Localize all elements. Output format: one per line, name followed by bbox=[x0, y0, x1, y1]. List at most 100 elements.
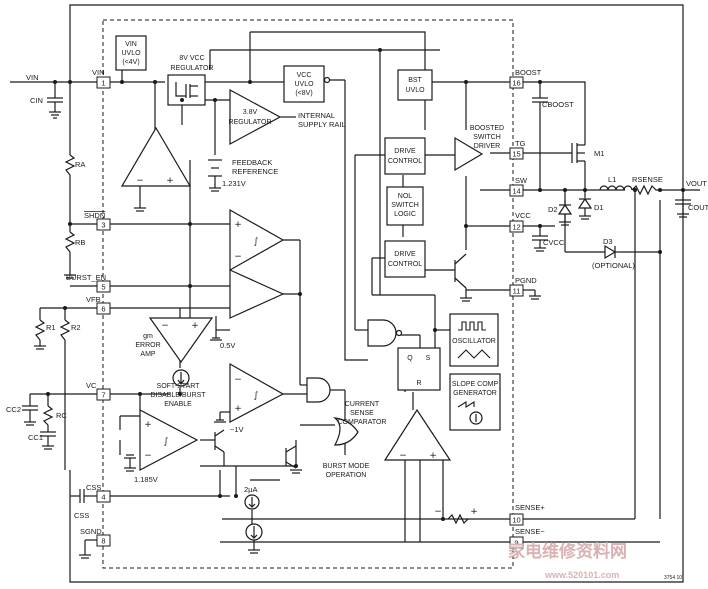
svg-text:DRIVE: DRIVE bbox=[394, 148, 416, 155]
transistor-ss-1 bbox=[214, 429, 225, 466]
pin-6-vfb: 6 bbox=[96, 302, 111, 315]
pin-15-tg: 15 bbox=[509, 147, 524, 160]
svg-text:CIN: CIN bbox=[30, 96, 43, 105]
capacitor-cout: COUT bbox=[675, 199, 708, 218]
svg-text:2µA: 2µA bbox=[244, 485, 258, 494]
svg-text:OSCILLATOR: OSCILLATOR bbox=[452, 338, 496, 345]
svg-text:FEEDBACK: FEEDBACK bbox=[232, 158, 272, 167]
pin-3-shdn: 3 bbox=[96, 218, 111, 231]
label-pin-sense-minus: SENSE− bbox=[515, 527, 545, 536]
svg-text:14: 14 bbox=[512, 187, 520, 196]
svg-text:CONTROL: CONTROL bbox=[388, 261, 422, 268]
label-vfb-ext: VFB bbox=[86, 295, 101, 304]
gate-or-burst: BURST MODE OPERATION bbox=[323, 417, 370, 479]
svg-text:REGULATOR: REGULATOR bbox=[171, 65, 214, 72]
label-css-ext: CSS bbox=[86, 483, 101, 492]
svg-text:LOGIC: LOGIC bbox=[394, 211, 416, 218]
pin-9-sense-minus: 9 bbox=[509, 536, 524, 549]
block-shdn-comparator: + − ∫ bbox=[229, 208, 285, 272]
svg-text:+: + bbox=[191, 321, 199, 331]
svg-text:+: + bbox=[429, 451, 437, 461]
current-source-2ua: 2µA bbox=[244, 485, 263, 554]
svg-text:3.8V: 3.8V bbox=[243, 109, 258, 116]
watermark-cn: 家电维修资料网 bbox=[508, 541, 627, 562]
svg-text:16: 16 bbox=[512, 79, 520, 88]
label-pin-pgnd: PGND bbox=[515, 276, 537, 285]
block-slope-comp-generator: SLOPE COMP GENERATOR bbox=[449, 373, 501, 431]
capacitor-cc2: CC2 bbox=[6, 405, 38, 426]
pin-10-sense-plus: 10 bbox=[509, 513, 524, 526]
svg-text:+: + bbox=[234, 220, 242, 230]
wires bbox=[10, 4, 700, 583]
svg-text:+: + bbox=[234, 404, 242, 414]
inductor-l1: L1 bbox=[599, 175, 633, 191]
svg-text:10: 10 bbox=[512, 516, 520, 525]
block-sr-latch: Q S R bbox=[397, 347, 441, 391]
svg-text:VCC: VCC bbox=[297, 72, 312, 79]
block-drive-control-1: DRIVE CONTROL bbox=[384, 137, 426, 175]
capacitor-css: CSS bbox=[74, 489, 92, 520]
svg-text:−: − bbox=[136, 176, 144, 186]
block-burst-comparator: 0.5V bbox=[210, 269, 285, 350]
ground-sgnd bbox=[79, 540, 91, 559]
svg-text:∫: ∫ bbox=[254, 237, 259, 247]
resistor-ra: RA bbox=[64, 154, 85, 176]
svg-text:6: 6 bbox=[101, 305, 105, 314]
watermark-url: www.520101.com bbox=[544, 570, 619, 580]
svg-text:−: − bbox=[234, 252, 242, 262]
svg-text:RB: RB bbox=[75, 238, 85, 247]
svg-text:SUPPLY RAIL: SUPPLY RAIL bbox=[298, 120, 346, 129]
svg-text:Q: Q bbox=[407, 355, 413, 362]
svg-text:~1V: ~1V bbox=[230, 425, 244, 434]
svg-text:12: 12 bbox=[512, 223, 520, 232]
capacitor-cin: CIN bbox=[30, 96, 63, 119]
svg-text:RA: RA bbox=[75, 160, 85, 169]
pin-14-sw: 14 bbox=[509, 184, 524, 197]
svg-text:SWITCH: SWITCH bbox=[391, 202, 419, 209]
svg-text:1.231V: 1.231V bbox=[222, 179, 246, 188]
svg-text:DISABLE/BURST: DISABLE/BURST bbox=[150, 392, 206, 399]
svg-text:−: − bbox=[434, 507, 442, 517]
diode-d2: D2 bbox=[548, 190, 573, 226]
svg-text:S: S bbox=[426, 355, 431, 362]
label-pin-sense-plus: SENSE+ bbox=[515, 503, 545, 512]
svg-text:4: 4 bbox=[101, 493, 105, 502]
svg-text:(<8V): (<8V) bbox=[295, 90, 312, 97]
svg-text:OPERATION: OPERATION bbox=[326, 472, 367, 479]
svg-text:R: R bbox=[416, 380, 421, 387]
svg-text:11: 11 bbox=[513, 287, 521, 296]
svg-text:NOL: NOL bbox=[398, 193, 413, 200]
svg-text:1: 1 bbox=[101, 79, 105, 88]
pin-12-vcc: 12 bbox=[509, 220, 524, 233]
svg-text:DRIVE: DRIVE bbox=[394, 251, 416, 258]
svg-text:gm: gm bbox=[143, 333, 153, 340]
svg-text:CONTROL: CONTROL bbox=[388, 158, 422, 165]
svg-text:CSS: CSS bbox=[74, 511, 89, 520]
svg-text:COUT: COUT bbox=[688, 203, 708, 212]
label-vc-ext: VC bbox=[86, 381, 97, 390]
svg-text:AMP: AMP bbox=[140, 351, 156, 358]
pin-16-boost: 16 bbox=[509, 76, 524, 89]
mosfet-m1: M1 bbox=[571, 140, 604, 165]
svg-text:−: − bbox=[144, 451, 152, 461]
svg-text:R2: R2 bbox=[71, 323, 81, 332]
svg-text:(OPTIONAL): (OPTIONAL) bbox=[592, 261, 635, 270]
svg-text:−: − bbox=[234, 375, 242, 385]
svg-text:CC1: CC1 bbox=[28, 433, 43, 442]
block-soft-start-comparator: SOFT-START DISABLE/BURST ENABLE + − ∫ 1.… bbox=[124, 383, 206, 484]
capacitor-cboost: CBOOST bbox=[532, 97, 574, 110]
svg-text:ERROR: ERROR bbox=[135, 342, 160, 349]
svg-text:R1: R1 bbox=[46, 323, 56, 332]
pin-4-css: 4 bbox=[96, 490, 111, 503]
label-burst-en-ext: BURST_EN bbox=[66, 273, 106, 282]
svg-text:+: + bbox=[470, 507, 478, 517]
svg-text:BURST MODE: BURST MODE bbox=[323, 463, 370, 470]
block-nol-switch-logic: NOL SWITCH LOGIC bbox=[386, 186, 424, 226]
resistor-rc: RC bbox=[42, 405, 67, 426]
block-current-sense-comparator: CURRENT SENSE COMPARATOR − + bbox=[337, 401, 452, 461]
block-gm-error-amp: − + gm ERROR AMP bbox=[135, 317, 214, 387]
transistor-bottom-driver bbox=[454, 253, 472, 302]
block-vin-uvlo: VIN UVLO (<4V) bbox=[115, 35, 147, 71]
svg-text:L1: L1 bbox=[608, 175, 616, 184]
